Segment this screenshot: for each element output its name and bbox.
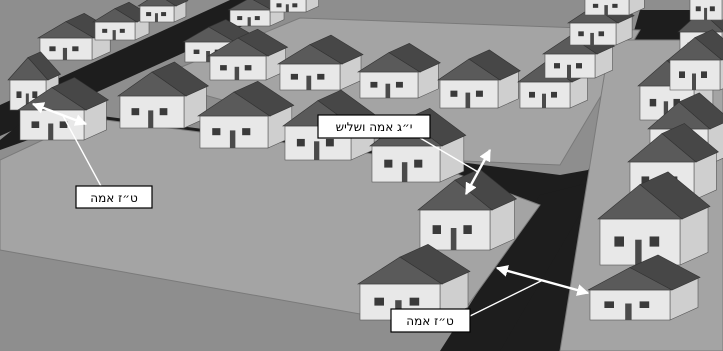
house	[688, 0, 723, 20]
label-middle-text: י״ג אמה ושליש	[336, 120, 413, 134]
label-bottom: ט״ז אמה	[391, 309, 470, 332]
label-bottom-text: ט״ז אמה	[406, 314, 454, 328]
label-left-text: ט״ז אמה	[90, 191, 138, 205]
label-left: ט״ז אמה	[76, 186, 152, 208]
house	[138, 0, 188, 22]
label-middle: י״ג אמה ושליש	[318, 115, 430, 138]
